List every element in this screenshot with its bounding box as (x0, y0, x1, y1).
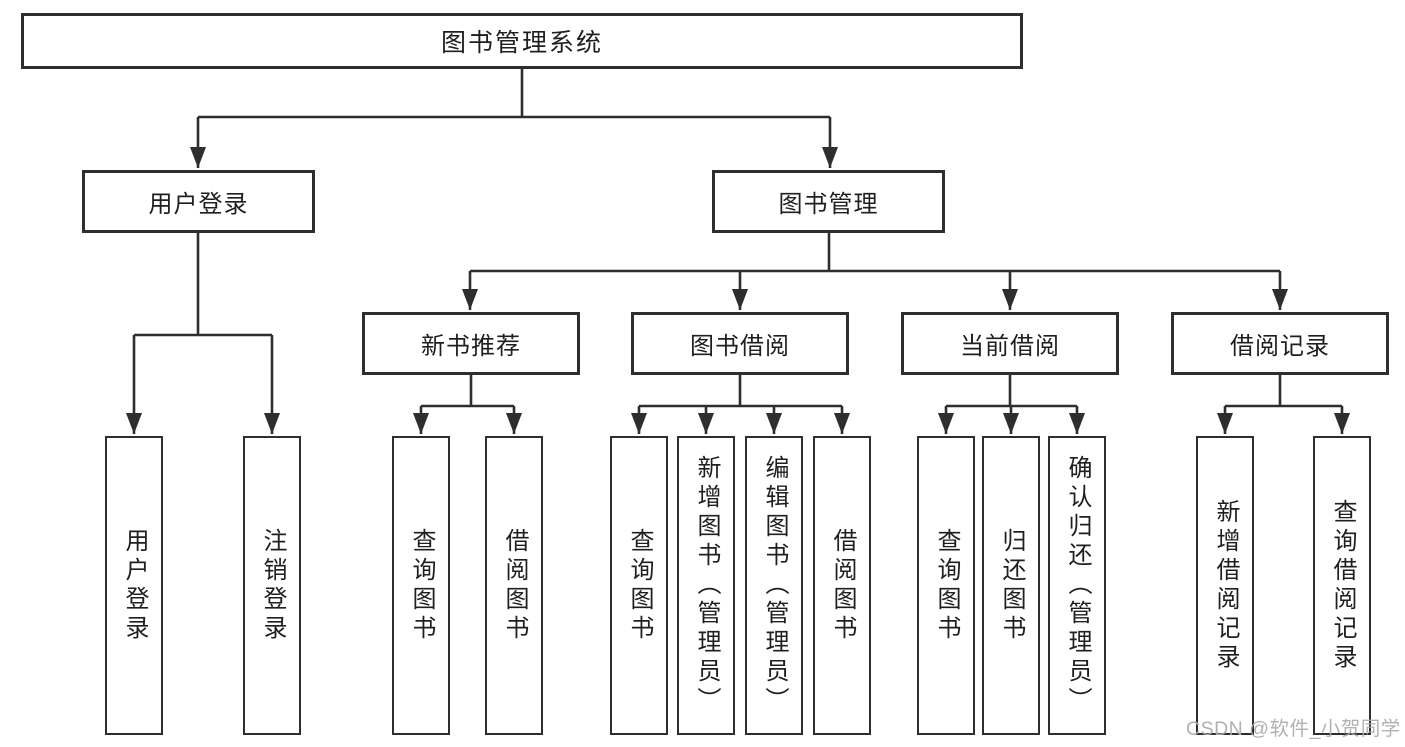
leaf-label: 新增借阅记录 (1212, 498, 1239, 673)
node-library-management-system: 图书管理系统 (21, 13, 1023, 69)
leaf-query-books-borrow: 查询图书 (610, 436, 668, 735)
leaf-query-books-current: 查询图书 (917, 436, 975, 735)
leaf-label: 查询图书 (626, 527, 653, 644)
leaf-label: 用户登录 (121, 527, 148, 644)
leaf-borrow-books-recommend: 借阅图书 (485, 436, 543, 735)
leaf-label: 注销登录 (259, 527, 286, 644)
node-label: 图书借阅 (690, 333, 790, 360)
leaf-query-borrow-record: 查询借阅记录 (1313, 436, 1371, 735)
node-user-login: 用户登录 (82, 170, 315, 233)
node-label: 当前借阅 (960, 333, 1060, 360)
csdn-watermark: CSDN @软件_小贺同学 (1186, 718, 1401, 740)
node-book-borrowing: 图书借阅 (631, 312, 849, 375)
leaf-add-books-admin: 新增图书（管理员） (677, 436, 735, 735)
node-label: 借阅记录 (1230, 333, 1330, 360)
leaf-label: 借阅图书 (829, 527, 856, 644)
leaf-add-borrow-record: 新增借阅记录 (1196, 436, 1254, 735)
leaf-label: 查询图书 (933, 527, 960, 644)
node-borrowing-records: 借阅记录 (1171, 312, 1389, 375)
leaf-label: 借阅图书 (501, 527, 528, 644)
leaf-borrow-books: 借阅图书 (813, 436, 871, 735)
node-current-borrowing: 当前借阅 (901, 312, 1119, 375)
connector-arrows (126, 117, 1350, 434)
leaf-label: 新增图书（管理员） (693, 455, 720, 716)
leaf-label: 查询借阅记录 (1329, 498, 1356, 673)
node-label: 用户登录 (148, 191, 249, 218)
leaf-label: 编辑图书（管理员） (761, 455, 788, 716)
node-label: 图书管理 (778, 191, 879, 218)
node-new-book-recommendation: 新书推荐 (362, 312, 580, 375)
leaf-confirm-return-admin: 确认归还（管理员） (1048, 436, 1106, 735)
leaf-label: 确认归还（管理员） (1064, 455, 1091, 716)
leaf-edit-books-admin: 编辑图书（管理员） (745, 436, 803, 735)
leaf-label: 归还图书 (998, 527, 1025, 644)
leaf-query-books-recommend: 查询图书 (392, 436, 450, 735)
node-label: 新书推荐 (421, 333, 521, 360)
leaf-logout: 注销登录 (243, 436, 301, 735)
node-label: 图书管理系统 (440, 29, 603, 57)
node-book-management: 图书管理 (712, 170, 945, 233)
leaf-user-login: 用户登录 (105, 436, 163, 735)
leaf-label: 查询图书 (408, 527, 435, 644)
leaf-return-books: 归还图书 (982, 436, 1040, 735)
